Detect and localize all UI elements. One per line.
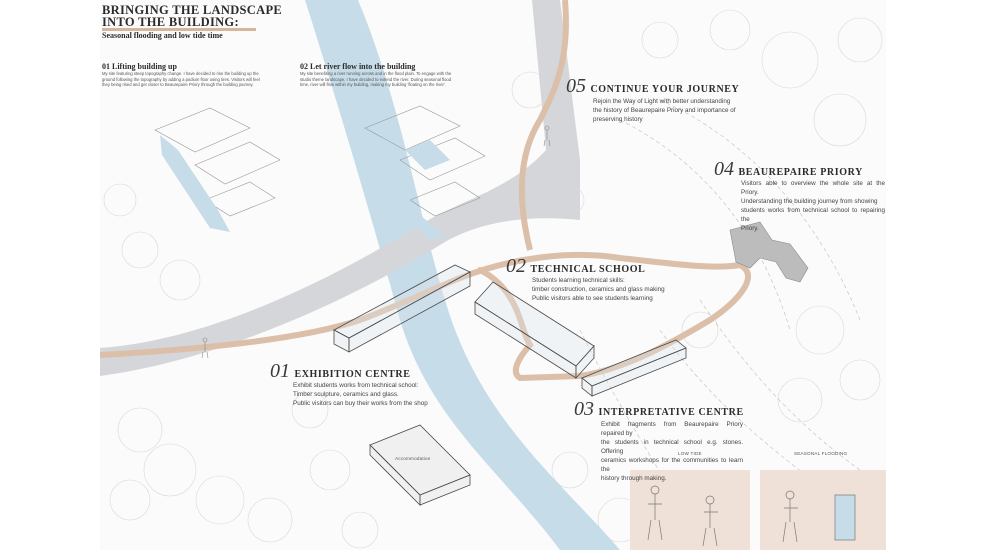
technical-school-volume (474, 281, 595, 380)
section-01-number: 01 (270, 360, 290, 382)
section-01-title: EXHIBITION CENTRE (294, 369, 411, 380)
section-03-line: history through making. (601, 475, 667, 482)
accommodation-volume (369, 424, 471, 506)
section-01-desc: Exhibit students works from technical sc… (293, 381, 433, 408)
page-subtitle: Seasonal flooding and low tide time (102, 31, 223, 40)
path-to-journey (518, 0, 569, 251)
visitor-figures (201, 125, 551, 359)
section-02-desc: Students learning technical skills: timb… (532, 276, 672, 303)
section-05-number: 05 (566, 75, 586, 97)
section-04-line: Visitors able to overview the whole site… (741, 180, 885, 196)
seasonal-flooding-label: SEASONAL FLOODING (794, 451, 848, 456)
section-05-line: Rejoin the Way of Light with better unde… (593, 98, 731, 105)
stage-01: 01 Lifting building up My site featuring… (102, 62, 262, 88)
seasonal-flooding-sketch-bg (760, 470, 886, 550)
stage-02-text: My site benefiting a river running acros… (300, 71, 452, 88)
section-02-line: Students learning technical skills: (532, 277, 625, 284)
section-03-number: 03 (574, 398, 594, 420)
section-03-desc: Exhibit fragments from Beaurepaire Prior… (601, 420, 743, 483)
section-05-title: CONTINUE YOUR JOURNEY (590, 84, 740, 95)
people-sketch (647, 485, 856, 547)
section-04: 04 BEAUREPAIRE PRIORY (714, 159, 863, 180)
section-03-title: INTERPRETATIVE CENTRE (598, 407, 744, 418)
interpretative-centre-volume (581, 339, 687, 397)
low-tide-sketch-bg (630, 470, 750, 550)
section-02-number: 02 (506, 255, 526, 277)
section-05: 05 CONTINUE YOUR JOURNEY (566, 76, 739, 97)
section-03-line: Exhibit fragments from Beaurepaire Prior… (601, 421, 743, 437)
section-05-desc: Rejoin the Way of Light with better unde… (593, 97, 738, 124)
visitor-path (100, 251, 751, 382)
section-05-line: preserving history (593, 116, 643, 123)
section-04-line: Priory. (741, 225, 759, 232)
accommodation-label: Accommodation (395, 456, 431, 461)
section-04-line: students works from technical school to … (741, 207, 885, 223)
section-04-desc: Visitors able to overview the whole site… (741, 179, 885, 233)
stage-01-axonometric (154, 107, 281, 232)
exhibition-centre-volume (333, 264, 471, 353)
low-tide-label: LOW TIDE (678, 451, 702, 456)
stage-02-axonometric (355, 105, 486, 240)
section-01-line: Exhibit students works from technical sc… (293, 382, 419, 389)
stage-01-heading: 01 Lifting building up (102, 62, 177, 71)
section-05-line: the history of Beaurepaire Priory and im… (593, 107, 736, 114)
section-02-line: timber construction, ceramics and glass … (532, 286, 665, 293)
title-underline (102, 28, 256, 31)
section-03: 03 INTERPRETATIVE CENTRE (574, 399, 744, 420)
section-02: 02 TECHNICAL SCHOOL (506, 256, 645, 277)
river (305, 0, 620, 550)
section-02-title: TECHNICAL SCHOOL (530, 264, 646, 275)
beaurepaire-priory-plan (729, 221, 809, 283)
site-axonometric-drawing (100, 0, 886, 550)
section-01: 01 EXHIBITION CENTRE (270, 361, 411, 382)
section-02-line: Public visitors able to see students lea… (532, 295, 653, 302)
section-01-line: Public visitors can buy their works from… (293, 400, 428, 407)
page-title: BRINGING THE LANDSCAPE INTO THE BUILDING… (102, 3, 283, 29)
section-03-line: the students in technical school e.g. st… (601, 439, 743, 455)
section-04-number: 04 (714, 158, 734, 180)
section-04-line: Understanding the building journey from … (741, 198, 878, 205)
section-01-line: Timber sculpture, ceramics and glass. (293, 391, 399, 398)
section-04-title: BEAUREPAIRE PRIORY (738, 167, 863, 178)
stage-01-text: My site featuring steep topography chang… (102, 71, 260, 88)
stage-02-heading: 02 Let river flow into the building (300, 62, 416, 71)
drawing-sheet (100, 0, 886, 550)
section-03-line: ceramics workshops for the communities t… (601, 457, 743, 473)
stage-02: 02 Let river flow into the building My s… (300, 62, 460, 88)
